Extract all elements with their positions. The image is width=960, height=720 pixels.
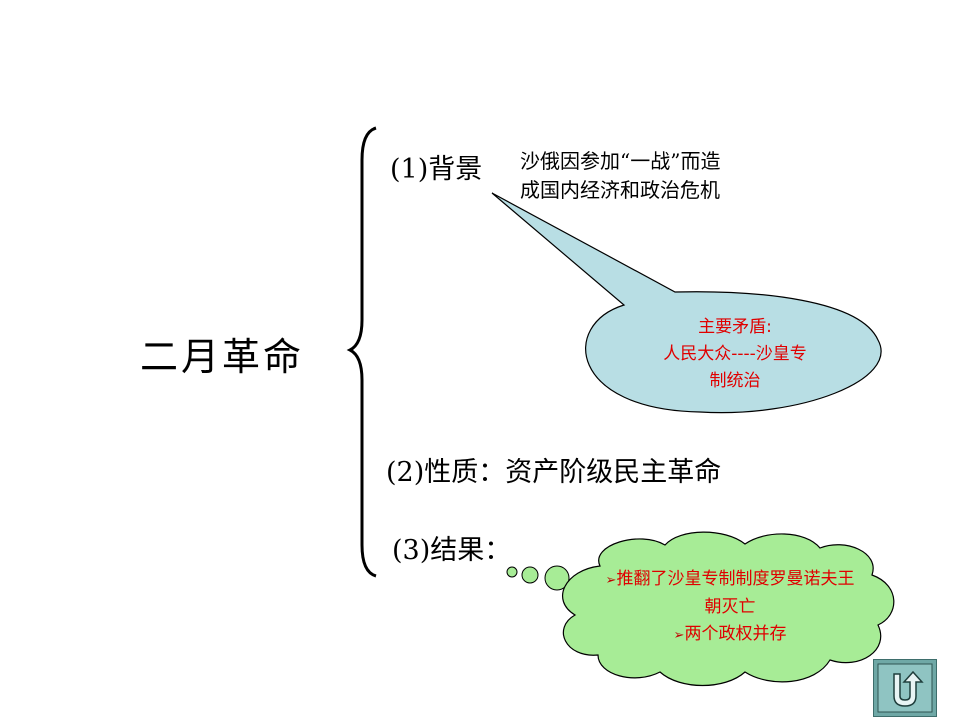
background-detail-line: 沙俄因参加“一战”而造 [520,149,721,173]
background-label: (1)背景 [390,154,483,185]
callout-line: 主要矛盾: [698,317,772,337]
arrow-bullet-icon: ➢ [605,573,617,588]
arrow-bullet-icon: ➢ [673,628,685,643]
nature-value: 资产阶级民主革命 [505,457,722,488]
nature-label: (2)性质 [386,457,479,488]
callout-line: 制统治 [709,371,761,391]
thought-bubble-medium [521,566,539,584]
result-items: ➢推翻了沙皇专制制度罗曼诺夫王朝灭亡 ➢两个政权并存 [590,566,870,649]
result-item: ➢两个政权并存 [673,624,787,644]
main-contradiction-text: 主要矛盾: 人民大众----沙皇专 制统治 [600,314,870,395]
return-button[interactable] [873,659,937,717]
result-item: ➢推翻了沙皇专制制度罗曼诺夫王朝灭亡 [605,569,855,617]
result-label: (3)结果： [392,535,512,566]
background-detail-line: 成国内经济和政治危机 [520,178,720,202]
thought-bubble-large [544,565,570,591]
background-detail: 沙俄因参加“一战”而造 成国内经济和政治危机 [520,147,720,205]
thought-bubble-small [506,566,518,578]
callout-line: 人民大众----沙皇专 [663,344,807,364]
result-thought-cloud [562,531,895,687]
return-u-turn-icon [877,663,933,713]
grouping-brace [346,126,377,578]
result-label-text: (3)结果 [392,535,485,566]
background-callout-oval [491,192,882,414]
nature-row: (2)性质：资产阶级民主革命 [386,457,722,488]
main-title: 二月革命 [140,335,305,379]
